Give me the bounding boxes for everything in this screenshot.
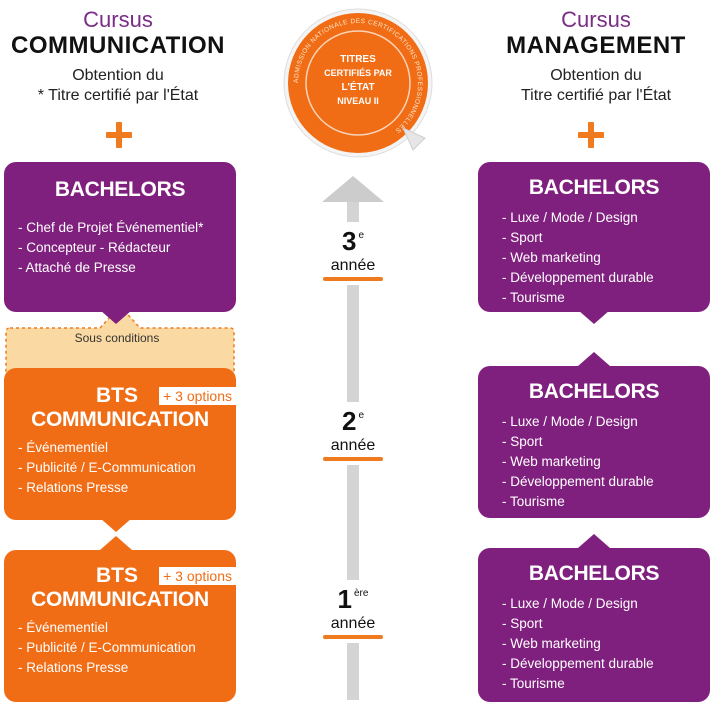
left-bachelors-box: BACHELORS - Chef de Projet Événementiel*… [4,162,236,312]
right-bachelors-1-pointer [578,534,610,548]
list-item: - Luxe / Mode / Design [502,210,638,225]
left-subtitle-2: * Titre certifié par l'État [37,87,199,104]
list-item: - Tourisme [502,494,565,509]
left-bts-top-label: BTS [96,384,138,407]
seal-graphic: ADMISSION NATIONALE DES CERTIFICATIONS P… [283,8,433,158]
year-1-sup: ère [354,588,369,599]
list-item: - Développement durable [502,270,654,285]
seal-line-1: TITRES [340,54,376,65]
year-1-underline [323,635,383,639]
year-2-number: 2 [341,406,357,436]
list-item: - Développement durable [502,474,654,489]
list-item: - Web marketing [502,636,601,651]
list-item: - Tourisme [502,676,565,691]
year-2-label: année [330,437,376,454]
right-bachelors-1-title: BACHELORS [528,562,660,585]
left-bts-bottom-list: - Événementiel - Publicité / E-Communica… [18,618,236,678]
left-bts-bottom-title: COMMUNICATION [31,588,209,611]
year-3-label: année [330,257,376,274]
year-2-underline [323,457,383,461]
right-subtitle-1: Obtention du [550,67,642,84]
list-item: - Tourisme [502,290,565,305]
right-cursus-word: Cursus [561,7,631,32]
right-bachelors-box-2: BACHELORS - Luxe / Mode / Design - Sport… [478,366,710,518]
list-item: - Web marketing [502,250,601,265]
year-2-sup: e [358,410,365,421]
seal-line-3: L'ÉTAT [341,80,374,93]
right-bachelors-1-list: - Luxe / Mode / Design - Sport - Web mar… [502,594,710,694]
right-bachelors-box-1: BACHELORS - Luxe / Mode / Design - Sport… [478,548,710,702]
list-item: - Publicité / E-Communication [18,460,196,475]
left-bachelors-list: - Chef de Projet Événementiel* - Concept… [18,218,236,278]
left-bts-box-top: + 3 options BTS COMMUNICATION - Événemen… [4,368,236,520]
left-bts-box-bottom: + 3 options BTS COMMUNICATION - Événemen… [4,550,236,702]
list-item: - Relations Presse [18,480,129,495]
list-item: - Chef de Projet Événementiel* [18,220,204,235]
sous-conditions-connector [5,304,235,377]
right-cursus-name: MANAGEMENT [506,32,686,59]
right-bachelors-3-list: - Luxe / Mode / Design - Sport - Web mar… [502,208,710,308]
left-bts-bottom-options: + 3 options [159,567,236,585]
right-plus-icon [578,122,604,148]
left-cursus-name: COMMUNICATION [10,32,226,59]
list-item: - Luxe / Mode / Design [502,596,638,611]
left-bts-top-title: COMMUNICATION [31,408,209,431]
seal-line-4: NIVEAU II [337,96,379,106]
list-item: - Sport [502,434,543,449]
list-item: - Sport [502,230,543,245]
left-plus-icon [106,122,132,148]
year-3-number: 3 [341,226,357,256]
left-bts-top-list: - Événementiel - Publicité / E-Communica… [18,438,236,498]
seal-page-curl [401,126,426,151]
list-item: - Attaché de Presse [18,260,136,275]
left-subtitle-1: Obtention du [72,67,164,84]
left-bts-top-pointer [100,518,132,532]
left-bts-bottom-pointer [100,536,132,550]
right-bachelors-2-list: - Luxe / Mode / Design - Sport - Web mar… [502,412,710,512]
year-1-label: année [330,615,376,632]
list-item: - Événementiel [18,440,109,455]
right-bachelors-2-title: BACHELORS [528,380,660,403]
sous-conditions-label: Sous conditions [74,331,160,345]
right-bachelors-3-title: BACHELORS [528,176,660,199]
list-item: - Relations Presse [18,660,129,675]
left-bachelors-title: BACHELORS [54,178,186,201]
year-3-underline [323,277,383,281]
list-item: - Sport [502,616,543,631]
seal-line-2: CERTIFIÉS PAR [324,68,392,78]
arrow-head-icon [322,176,384,202]
right-bachelors-3-pointer [578,310,610,324]
list-item: - Concepteur - Rédacteur [18,240,171,255]
year-1-number: 1 [337,584,352,614]
left-bts-top-options: + 3 options [159,387,236,405]
list-item: - Luxe / Mode / Design [502,414,638,429]
left-cursus-header: Cursus COMMUNICATION Obtention du * Titr… [0,8,236,106]
right-cursus-header: Cursus MANAGEMENT Obtention du Titre cer… [478,8,714,106]
left-bts-bottom-label: BTS [96,564,138,587]
right-subtitle-2: Titre certifié par l'État [520,87,672,104]
left-bachelors-pointer [100,310,132,324]
right-bachelors-box-3: BACHELORS - Luxe / Mode / Design - Sport… [478,162,710,312]
list-item: - Développement durable [502,656,654,671]
list-item: - Événementiel [18,620,109,635]
year-3-sup: e [358,230,365,241]
certification-seal: ADMISSION NATIONALE DES CERTIFICATIONS P… [275,0,441,166]
right-bachelors-2-pointer [578,352,610,366]
list-item: - Publicité / E-Communication [18,640,196,655]
list-item: - Web marketing [502,454,601,469]
left-cursus-word: Cursus [83,7,153,32]
